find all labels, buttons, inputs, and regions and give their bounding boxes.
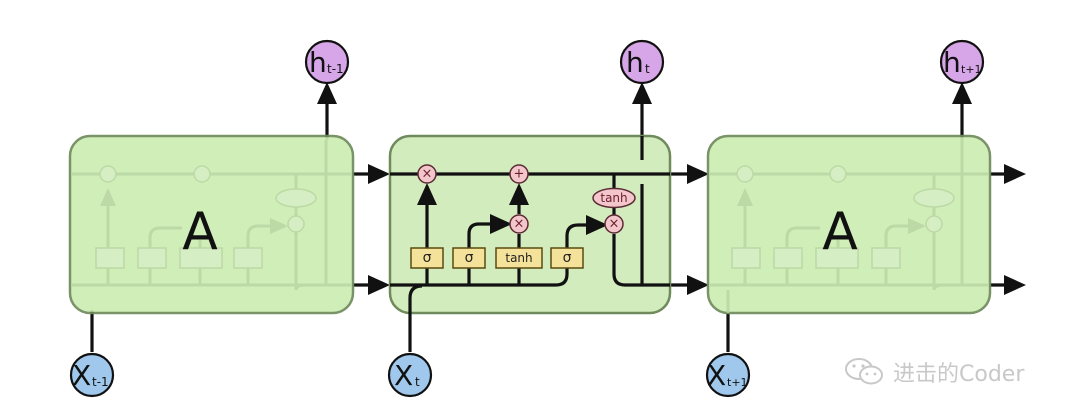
candidate-gate [495, 247, 543, 269]
lstm-cell-left: A [68, 134, 355, 315]
output-gate-out [565, 215, 608, 248]
input-multiply-op [509, 214, 529, 234]
forget-gate-label: σ [423, 250, 432, 266]
concat-input-line [390, 273, 569, 287]
input-gate [452, 247, 486, 269]
input-node-t: X t [387, 352, 433, 398]
cell-label-left: A [182, 202, 218, 262]
hidden-node-t: h t [619, 39, 665, 85]
hidden-node-t-plus-1: h t+1 [939, 39, 985, 85]
hidden-node-main: h [309, 46, 327, 79]
io-lines [90, 82, 972, 352]
input-node-t-minus-1: X t-1 [69, 352, 115, 398]
ghost-internals-left [72, 140, 351, 291]
input-node-t-plus-1: X t+1 [705, 352, 751, 398]
forget-gate [410, 247, 444, 269]
hidden-node-sub: t-1 [327, 62, 344, 76]
watermark: 进击的Coder [843, 355, 1024, 389]
output-multiply-label: × [609, 217, 620, 232]
cell-label-right: A [822, 202, 858, 262]
input-gate-label: σ [465, 250, 474, 266]
hidden-node-sub: t [645, 62, 650, 76]
input-node-main: X [72, 359, 91, 392]
lstm-cell-right: A [706, 134, 992, 315]
lstm-cell-middle: σ σ tanh σ × + × tanh × [388, 134, 672, 352]
add-label: + [514, 167, 525, 182]
input-nodes: X t-1 X t X t+1 [69, 352, 751, 398]
inter-cell-connections [353, 164, 1026, 295]
output-gate-label: σ [563, 250, 572, 266]
forget-multiply-op [417, 164, 437, 184]
hidden-node-t-minus-1: h t-1 [304, 39, 350, 85]
output-multiply-op [604, 214, 624, 234]
input-node-sub: t-1 [92, 375, 109, 389]
output-tanh-label: tanh [600, 191, 627, 205]
hidden-node-main: h [943, 46, 961, 79]
input-node-sub: t+1 [727, 376, 748, 389]
input-node-sub: t [415, 375, 420, 389]
output-tanh-op [592, 187, 636, 209]
hidden-node-main: h [626, 46, 644, 79]
xt-entry-line [408, 284, 423, 352]
candidate-gate-label: tanh [505, 251, 532, 265]
hidden-output-nodes: h t-1 h t h t+1 [304, 39, 985, 85]
input-multiply-label: × [514, 217, 525, 232]
add-op [509, 164, 529, 184]
input-gate-out [467, 214, 512, 248]
output-gate [550, 247, 584, 269]
output-hidden-line [612, 234, 670, 287]
watermark-text: 进击的Coder [893, 362, 1025, 387]
hidden-node-sub: t+1 [961, 63, 982, 76]
wechat-icon [845, 358, 883, 385]
ghost-internals-right [710, 140, 988, 313]
input-node-main: X [707, 359, 726, 392]
input-node-main: X [394, 359, 413, 392]
forget-multiply-label: × [422, 167, 433, 182]
